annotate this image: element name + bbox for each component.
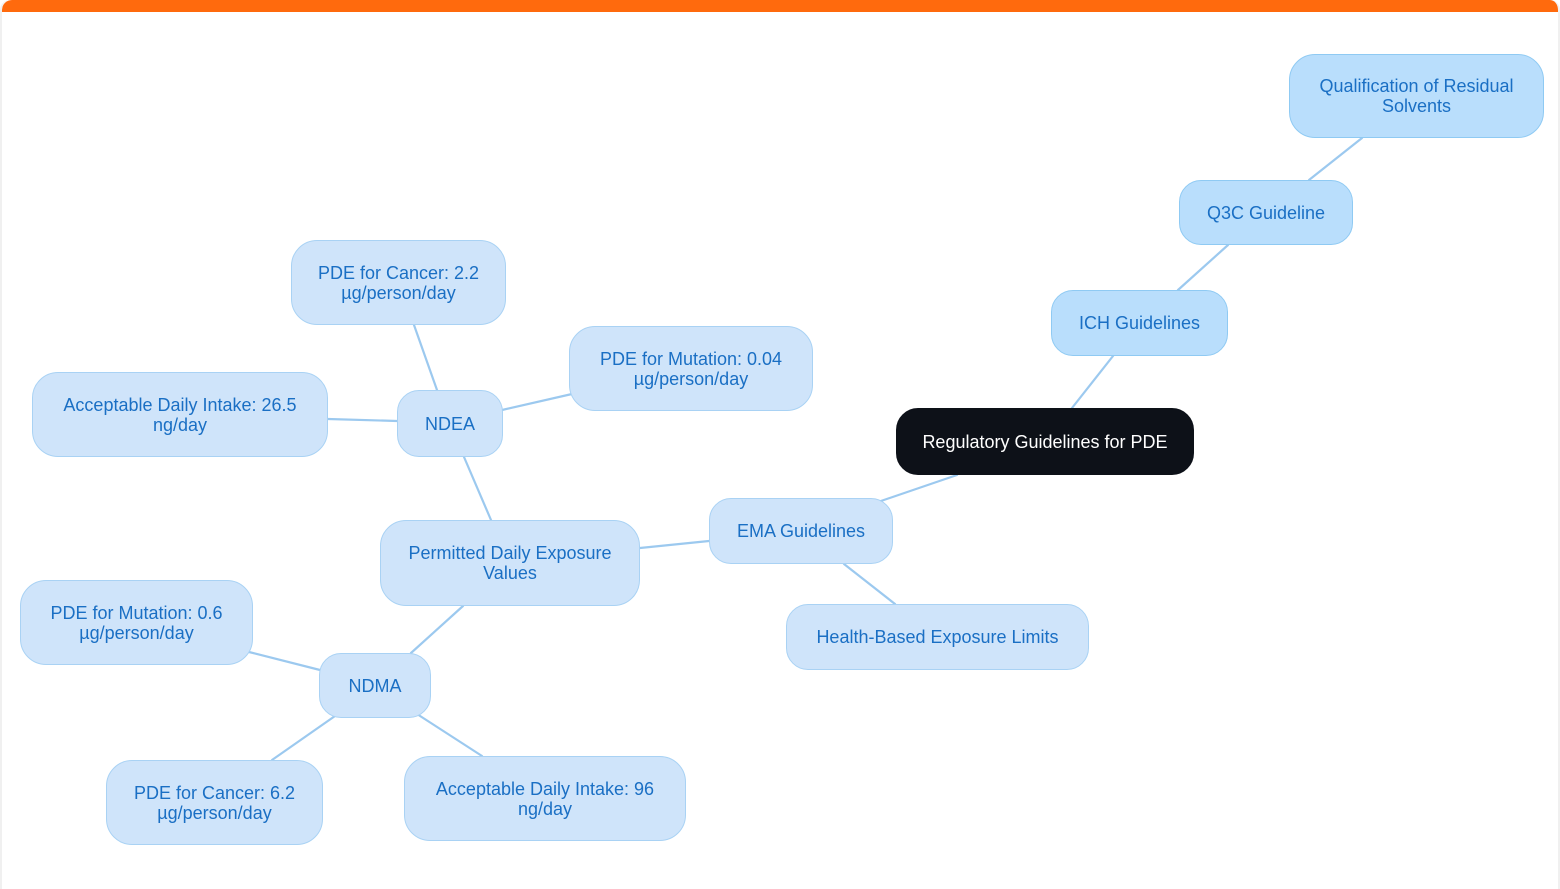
node-ema-guidelines[interactable]: EMA Guidelines <box>709 498 893 564</box>
edge-ndma-adi <box>415 712 484 758</box>
edge-ndea-mutation <box>500 392 574 412</box>
root-node[interactable]: Regulatory Guidelines for PDE <box>896 408 1194 475</box>
node-ndma[interactable]: NDMA <box>319 653 431 718</box>
edge-ndma-mutation <box>247 650 322 672</box>
node-permitted-daily-exposure-values-label: Permitted Daily Exposure Values <box>408 543 612 583</box>
node-ndea-acceptable-daily-intake[interactable]: Acceptable Daily Intake: 26.5 ng/day <box>32 372 328 457</box>
node-ema-guidelines-label: EMA Guidelines <box>736 521 866 541</box>
node-ndma-pde-mutation[interactable]: PDE for Mutation: 0.6 µg/person/day <box>20 580 253 665</box>
node-ndea[interactable]: NDEA <box>397 390 503 457</box>
edge-ndea-cancer <box>412 323 439 392</box>
node-ndea-pde-mutation[interactable]: PDE for Mutation: 0.04 µg/person/day <box>569 326 813 411</box>
node-qualification-residual-solvents[interactable]: Qualification of Residual Solvents <box>1289 54 1544 138</box>
edge-ich-q3c <box>1176 243 1230 292</box>
node-ndea-pde-cancer[interactable]: PDE for Cancer: 2.2 µg/person/day <box>291 240 506 325</box>
node-ndma-pde-cancer[interactable]: PDE for Cancer: 6.2 µg/person/day <box>106 760 323 845</box>
edge-pde-values-ndea <box>462 455 493 522</box>
node-permitted-daily-exposure-values[interactable]: Permitted Daily Exposure Values <box>380 520 640 606</box>
edge-ndea-adi <box>326 417 399 423</box>
edge-ema-health-limits <box>842 562 897 606</box>
node-ich-guidelines[interactable]: ICH Guidelines <box>1051 290 1228 356</box>
root-node-label: Regulatory Guidelines for PDE <box>922 431 1168 452</box>
node-q3c-guideline-label: Q3C Guideline <box>1206 202 1326 223</box>
node-qualification-residual-solvents-label: Qualification of Residual Solvents <box>1319 76 1514 116</box>
node-ndma-acceptable-daily-intake[interactable]: Acceptable Daily Intake: 96 ng/day <box>404 756 686 841</box>
edge-pde-values-ndma <box>409 604 465 655</box>
edge-q3c-qualification <box>1307 136 1364 182</box>
accent-bar <box>2 0 1558 12</box>
node-ndma-pde-cancer-label: PDE for Cancer: 6.2 µg/person/day <box>133 782 296 823</box>
edge-ndma-cancer <box>270 714 337 762</box>
node-ndea-label: NDEA <box>424 413 475 434</box>
node-health-based-exposure-limits[interactable]: Health-Based Exposure Limits <box>786 604 1089 670</box>
node-ndma-acceptable-daily-intake-label: Acceptable Daily Intake: 96 ng/day <box>435 778 655 819</box>
node-health-based-exposure-limits-label: Health-Based Exposure Limits <box>816 627 1059 647</box>
node-ich-guidelines-label: ICH Guidelines <box>1078 313 1201 333</box>
node-ndea-pde-mutation-label: PDE for Mutation: 0.04 µg/person/day <box>599 348 783 389</box>
node-ndma-label: NDMA <box>348 675 402 696</box>
node-ndea-pde-cancer-label: PDE for Cancer: 2.2 µg/person/day <box>317 262 480 303</box>
node-q3c-guideline[interactable]: Q3C Guideline <box>1179 180 1353 245</box>
edge-ema-pde-values <box>638 539 711 550</box>
node-ndma-pde-mutation-label: PDE for Mutation: 0.6 µg/person/day <box>50 602 223 643</box>
edge-root-ema <box>876 473 959 504</box>
edge-root-ich <box>1070 354 1115 410</box>
node-ndea-acceptable-daily-intake-label: Acceptable Daily Intake: 26.5 ng/day <box>63 394 297 435</box>
